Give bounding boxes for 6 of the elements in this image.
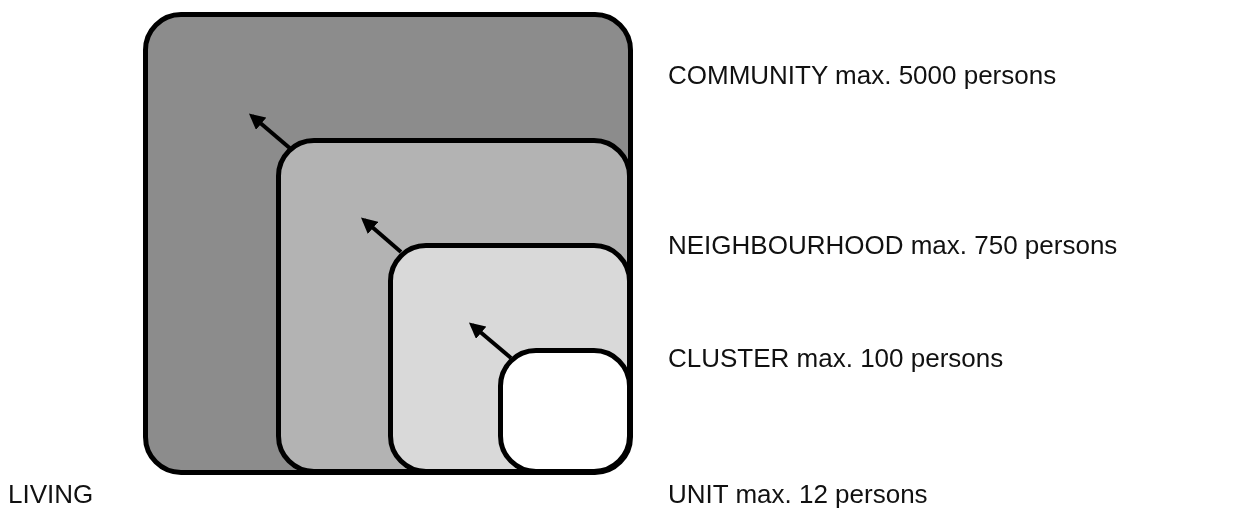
capacity-label: CLUSTER max. 100 persons	[668, 343, 1004, 373]
nested-box	[143, 12, 633, 475]
side-label: LIVING	[8, 479, 94, 509]
capacity-label: UNIT max. 12 persons	[668, 479, 928, 509]
capacity-label: COMMUNITY max. 5000 persons	[668, 60, 1057, 90]
capacity-label: NEIGHBOURHOOD max. 750 persons	[668, 230, 1118, 260]
